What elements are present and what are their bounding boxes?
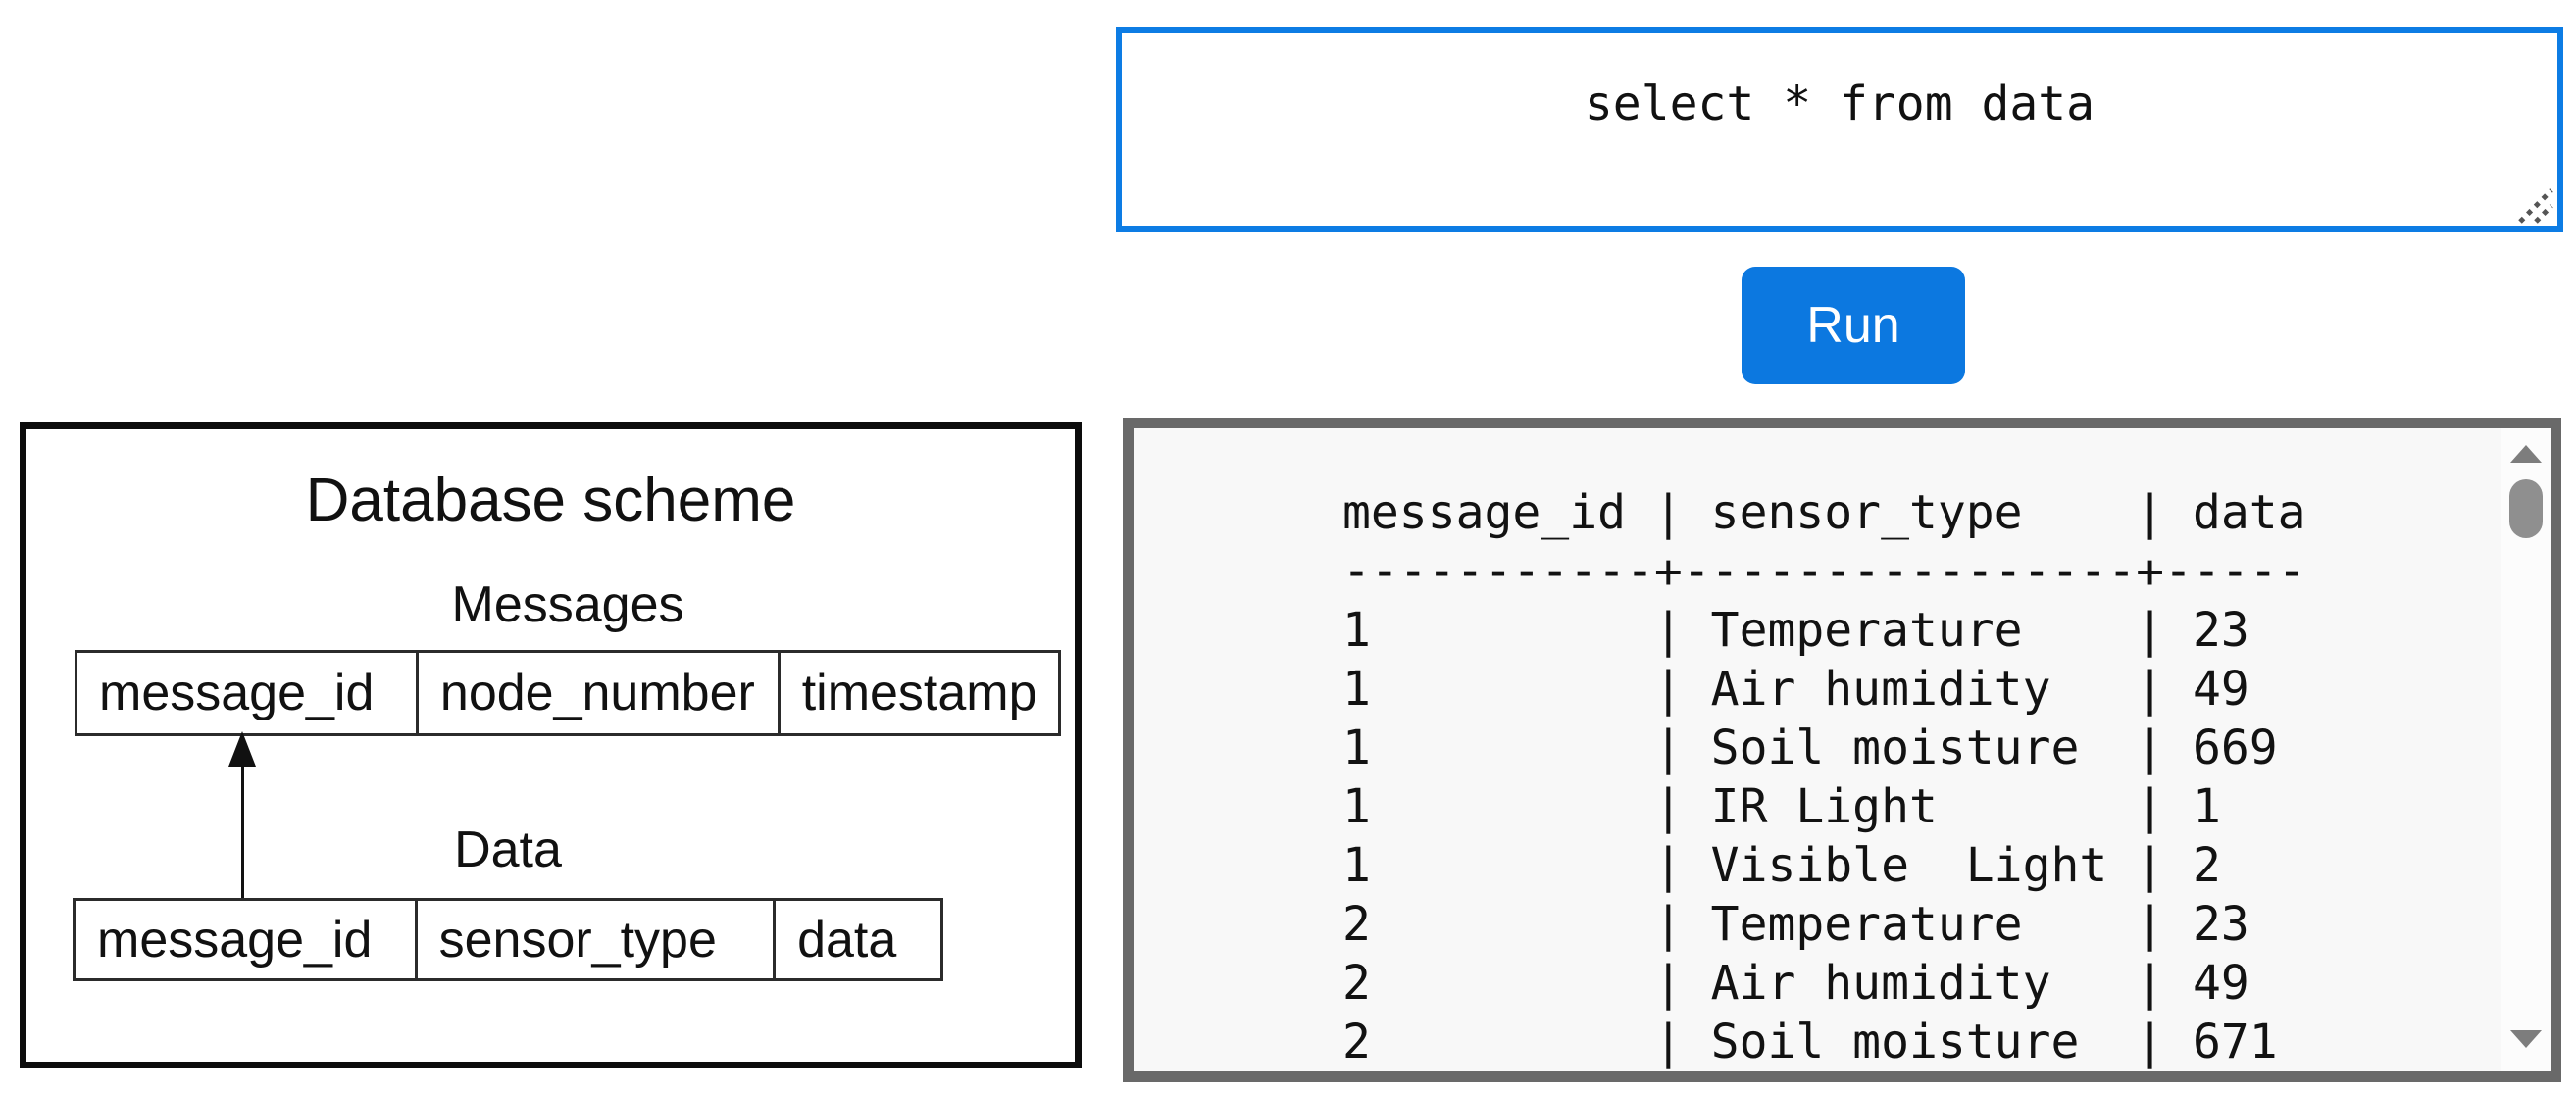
query-input[interactable]: select * from data bbox=[1116, 27, 2563, 232]
relation-arrow-line bbox=[241, 765, 244, 898]
messages-table: message_id node_number timestamp bbox=[75, 650, 1061, 736]
scroll-thumb[interactable] bbox=[2509, 479, 2543, 538]
scroll-up-arrow-icon[interactable] bbox=[2510, 445, 2542, 463]
messages-col-timestamp: timestamp bbox=[801, 665, 1037, 721]
messages-col-message-id: message_id bbox=[77, 653, 419, 733]
messages-table-label: Messages bbox=[451, 576, 684, 633]
results-scrollbar[interactable] bbox=[2501, 428, 2551, 1071]
relation-arrow-head-icon bbox=[228, 731, 256, 767]
data-col-data: data bbox=[797, 911, 897, 969]
messages-col-node-number: node_number bbox=[419, 653, 781, 733]
results-panel[interactable]: message_id | sensor_type | data --------… bbox=[1123, 418, 2561, 1082]
data-col-sensor-type: sensor_type bbox=[418, 901, 777, 978]
scroll-down-arrow-icon[interactable] bbox=[2510, 1030, 2542, 1048]
run-button[interactable]: Run bbox=[1742, 267, 1965, 384]
data-table-label: Data bbox=[454, 821, 562, 878]
data-col-message-id: message_id bbox=[76, 901, 418, 978]
results-output: message_id | sensor_type | data --------… bbox=[1342, 485, 2306, 1069]
scheme-title: Database scheme bbox=[305, 467, 796, 534]
scheme-panel: Database scheme Messages message_id node… bbox=[20, 422, 1082, 1068]
data-table: message_id sensor_type data bbox=[73, 898, 943, 981]
